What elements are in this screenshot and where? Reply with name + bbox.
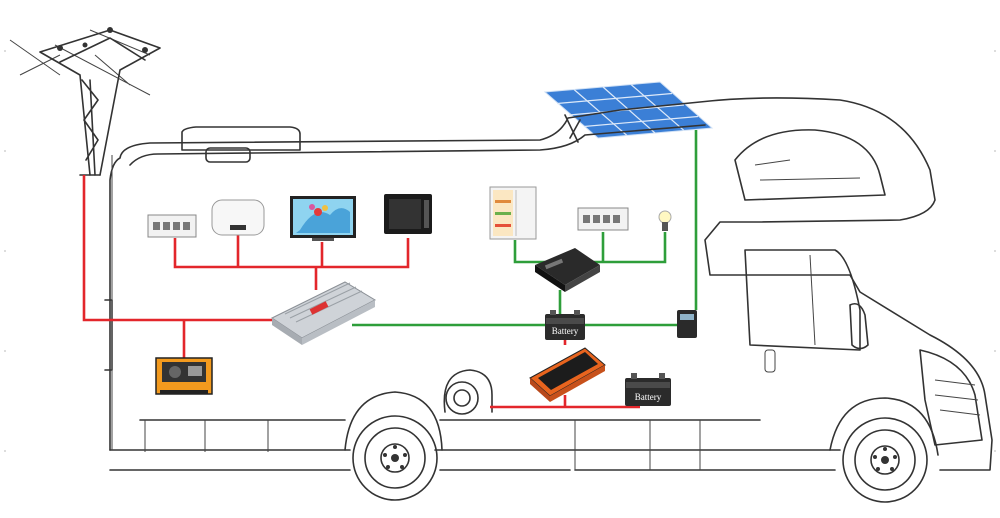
inverter-icon [271,281,377,345]
battery-label: Battery [635,392,662,402]
water-heater-icon [211,199,265,236]
solar-panel-icon [543,81,714,143]
solar-controller-icon [677,310,697,338]
battery-icon: Battery [545,310,585,340]
fridge-icon [489,186,537,240]
charge-controller-icon [535,248,600,292]
ac-wiring [82,175,640,409]
light-bulb-icon [658,210,672,231]
generator-icon [155,357,213,395]
microwave-icon [384,194,432,234]
tv-icon [290,196,356,241]
socket-panel-icon [147,214,197,238]
rv-body-outline [104,97,993,471]
battery-label: Battery [552,326,579,336]
socket-panel-icon [577,207,629,231]
inverter-icon [529,347,606,402]
front-wheel-icon [842,417,928,503]
battery-icon: Battery [625,373,671,406]
wheel-icon [443,369,493,415]
rear-wheel-icon [352,415,438,501]
power-pylon-icon [9,27,161,176]
